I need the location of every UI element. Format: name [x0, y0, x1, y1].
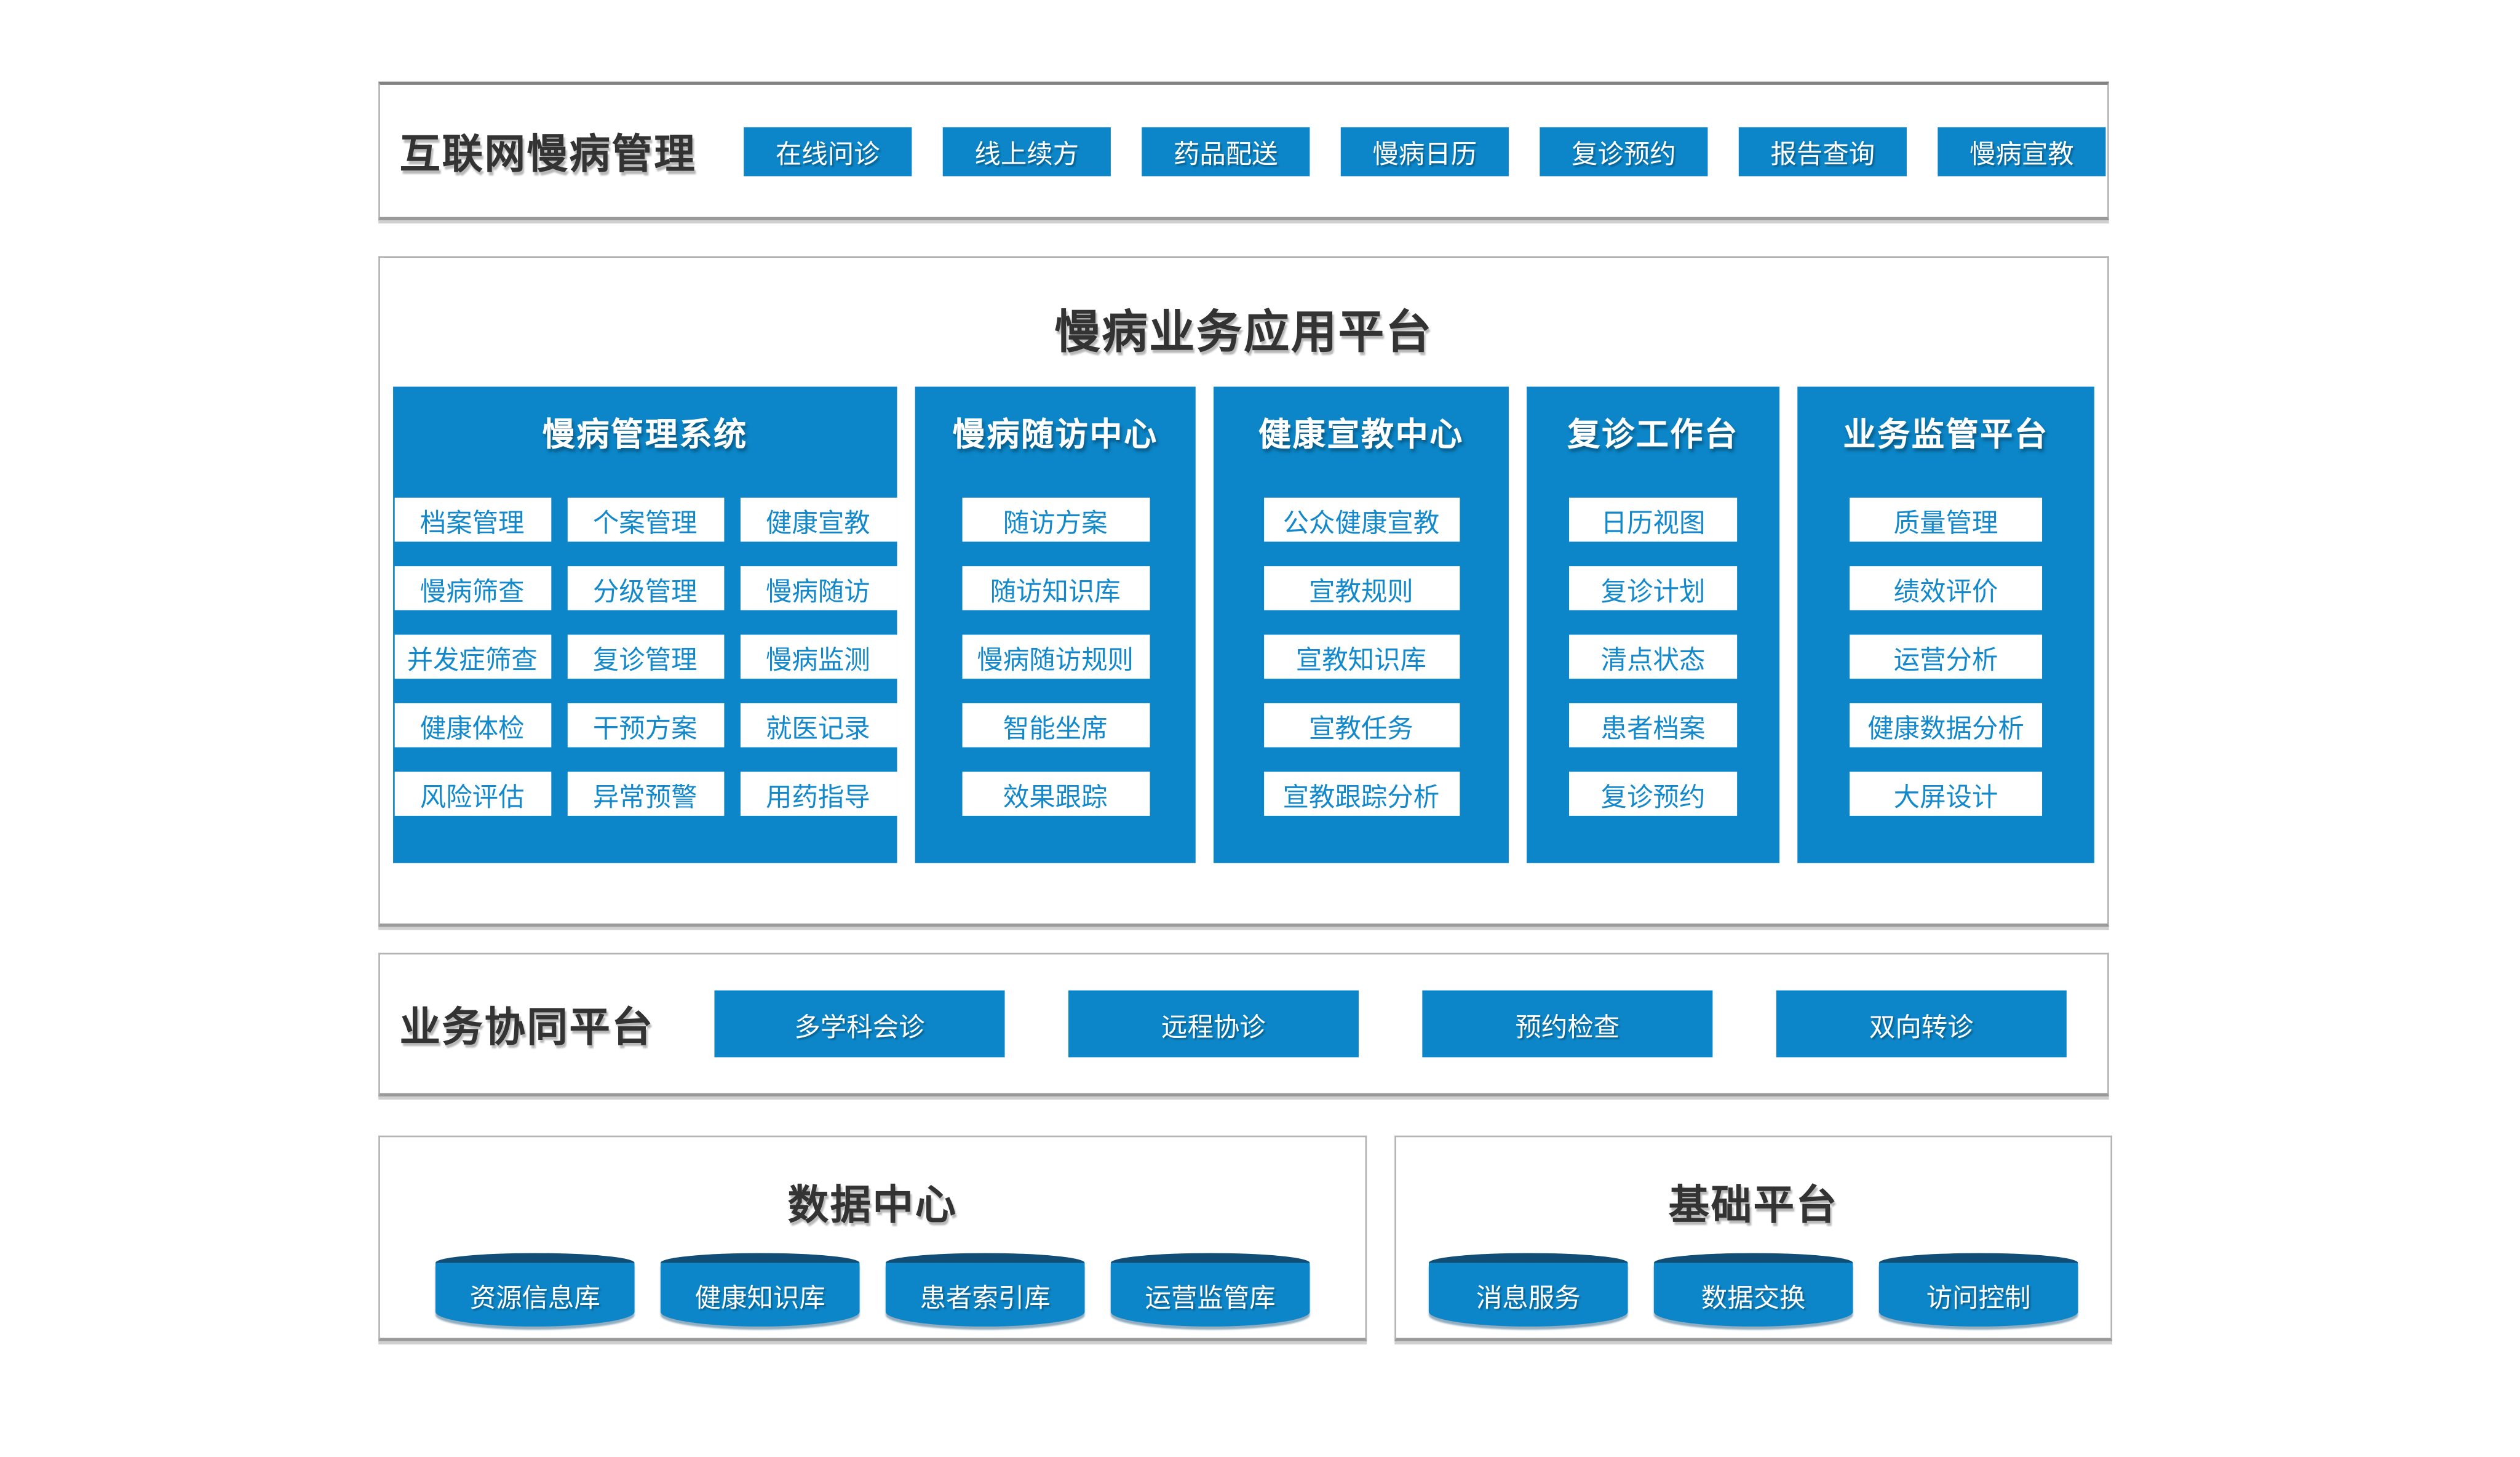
module-list: 随访方案 随访知识库 慢病随访规则 智能坐席 效果跟踪 — [915, 497, 1196, 816]
module-button: 风险评估 — [394, 772, 551, 816]
platform-columns: 慢病管理系统 档案管理 个案管理 健康宣教 慢病筛查 分级管理 慢病随访 并发症… — [380, 386, 2107, 863]
database-cylinder-resource: 资源信息库 — [435, 1253, 635, 1327]
top-service-row: 在线问诊 线上续方 药品配送 慢病日历 复诊预约 报告查询 慢病宣教 — [744, 126, 2106, 176]
database-label: 运营监管库 — [1110, 1263, 1310, 1327]
service-row: 消息服务 数据交换 访问控制 — [1396, 1253, 2110, 1327]
module-button: 患者档案 — [1569, 703, 1738, 748]
module-button: 质量管理 — [1850, 497, 2043, 542]
database-cylinder-patient-index: 患者索引库 — [885, 1253, 1085, 1327]
module-button: 慢病监测 — [739, 634, 897, 679]
application-platform-title: 慢病业务应用平台 — [1054, 306, 1433, 357]
module-button: 干预方案 — [566, 703, 724, 748]
collab-button-remote-consult: 远程协诊 — [1068, 990, 1359, 1058]
module-button: 用药指导 — [739, 772, 897, 816]
module-button: 日历视图 — [1569, 497, 1738, 542]
module-button: 异常预警 — [566, 772, 724, 816]
column-title: 复诊工作台 — [1567, 417, 1739, 454]
database-cylinder-operation-supervision: 运营监管库 — [1110, 1253, 1310, 1327]
module-grid: 档案管理 个案管理 健康宣教 慢病筛查 分级管理 慢病随访 并发症筛查 复诊管理… — [393, 497, 897, 816]
module-button: 随访知识库 — [961, 566, 1150, 610]
module-button: 分级管理 — [566, 566, 724, 610]
module-list: 公众健康宣教 宣教规则 宣教知识库 宣教任务 宣教跟踪分析 — [1214, 497, 1509, 816]
module-button: 档案管理 — [394, 497, 551, 542]
service-cylinder-message: 消息服务 — [1428, 1253, 1628, 1327]
module-button: 个案管理 — [566, 497, 724, 542]
module-button: 效果跟踪 — [961, 772, 1150, 816]
database-cylinder-health-knowledge: 健康知识库 — [660, 1253, 860, 1327]
module-button: 复诊预约 — [1569, 772, 1738, 816]
column-title: 慢病随访中心 — [952, 417, 1158, 454]
collab-button-exam-booking: 预约检查 — [1422, 990, 1713, 1058]
module-button: 健康体检 — [394, 703, 551, 748]
service-chip-disease-calendar: 慢病日历 — [1340, 126, 1509, 176]
module-list: 质量管理 绩效评价 运营分析 健康数据分析 大屏设计 — [1797, 497, 2094, 816]
collab-button-mdt-consult: 多学科会诊 — [714, 990, 1005, 1058]
service-label: 数据交换 — [1653, 1263, 1853, 1327]
database-label: 健康知识库 — [660, 1263, 860, 1327]
module-button: 清点状态 — [1569, 634, 1738, 679]
module-button: 大屏设计 — [1850, 772, 2043, 816]
module-button: 宣教跟踪分析 — [1263, 772, 1460, 816]
database-label: 资源信息库 — [435, 1263, 635, 1327]
service-chip-report-query: 报告查询 — [1738, 126, 1907, 176]
column-title: 慢病管理系统 — [542, 417, 748, 454]
service-chip-online-prescription: 线上续方 — [942, 126, 1111, 176]
column-chronic-management-system: 慢病管理系统 档案管理 个案管理 健康宣教 慢病筛查 分级管理 慢病随访 并发症… — [393, 386, 897, 863]
base-platform-title: 基础平台 — [1668, 1183, 1838, 1229]
service-label: 消息服务 — [1428, 1263, 1628, 1327]
module-button: 并发症筛查 — [394, 634, 551, 679]
column-health-education-center: 健康宣教中心 公众健康宣教 宣教规则 宣教知识库 宣教任务 宣教跟踪分析 — [1213, 386, 1509, 863]
module-button: 公众健康宣教 — [1263, 497, 1460, 542]
module-button: 慢病筛查 — [394, 566, 551, 610]
collaboration-button-row: 多学科会诊 远程协诊 预约检查 双向转诊 — [714, 990, 2067, 1058]
module-button: 运营分析 — [1850, 634, 2043, 679]
module-button: 宣教任务 — [1263, 703, 1460, 748]
service-label: 访问控制 — [1878, 1263, 2078, 1327]
module-button: 慢病随访 — [739, 566, 897, 610]
database-row: 资源信息库 健康知识库 患者索引库 运营监管库 — [380, 1253, 1365, 1327]
service-chip-revisit-booking: 复诊预约 — [1540, 126, 1708, 176]
module-button: 就医记录 — [739, 703, 897, 748]
column-business-supervision: 业务监管平台 质量管理 绩效评价 运营分析 健康数据分析 大屏设计 — [1797, 386, 2094, 863]
service-chip-online-consult: 在线问诊 — [744, 126, 912, 176]
internet-chronic-care-panel: 互联网慢病管理 在线问诊 线上续方 药品配送 慢病日历 复诊预约 报告查询 慢病… — [378, 81, 2109, 220]
module-button: 宣教知识库 — [1263, 634, 1460, 679]
data-center-panel: 数据中心 资源信息库 健康知识库 患者索引库 运营监管库 — [378, 1135, 1367, 1341]
collab-button-two-way-referral: 双向转诊 — [1776, 990, 2067, 1058]
column-followup-center: 慢病随访中心 随访方案 随访知识库 慢病随访规则 智能坐席 效果跟踪 — [915, 386, 1196, 863]
column-title: 健康宣教中心 — [1258, 417, 1464, 454]
module-list: 日历视图 复诊计划 清点状态 患者档案 复诊预约 — [1527, 497, 1779, 816]
data-center-title: 数据中心 — [787, 1183, 958, 1229]
database-label: 患者索引库 — [885, 1263, 1085, 1327]
module-button: 健康宣教 — [739, 497, 897, 542]
column-revisit-workbench: 复诊工作台 日历视图 复诊计划 清点状态 患者档案 复诊预约 — [1527, 386, 1780, 863]
module-button: 慢病随访规则 — [961, 634, 1150, 679]
service-chip-disease-education: 慢病宣教 — [1938, 126, 2106, 176]
column-title: 业务监管平台 — [1843, 417, 2049, 454]
service-cylinder-access-control: 访问控制 — [1878, 1253, 2078, 1327]
module-button: 绩效评价 — [1850, 566, 2043, 610]
service-chip-drug-delivery: 药品配送 — [1142, 126, 1310, 176]
module-button: 智能坐席 — [961, 703, 1150, 748]
base-platform-panel: 基础平台 消息服务 数据交换 访问控制 — [1394, 1135, 2113, 1341]
internet-chronic-care-title: 互联网慢病管理 — [399, 131, 697, 177]
collaboration-platform-panel: 业务协同平台 多学科会诊 远程协诊 预约检查 双向转诊 — [378, 952, 2109, 1096]
module-button: 随访方案 — [961, 497, 1150, 542]
module-button: 复诊计划 — [1569, 566, 1738, 610]
service-cylinder-data-exchange: 数据交换 — [1653, 1253, 1853, 1327]
module-button: 健康数据分析 — [1850, 703, 2043, 748]
module-button: 宣教规则 — [1263, 566, 1460, 610]
collaboration-platform-title: 业务协同平台 — [399, 1004, 654, 1050]
application-platform-panel: 慢病业务应用平台 慢病管理系统 档案管理 个案管理 健康宣教 慢病筛查 分级管理… — [378, 256, 2109, 927]
module-button: 复诊管理 — [566, 634, 724, 679]
